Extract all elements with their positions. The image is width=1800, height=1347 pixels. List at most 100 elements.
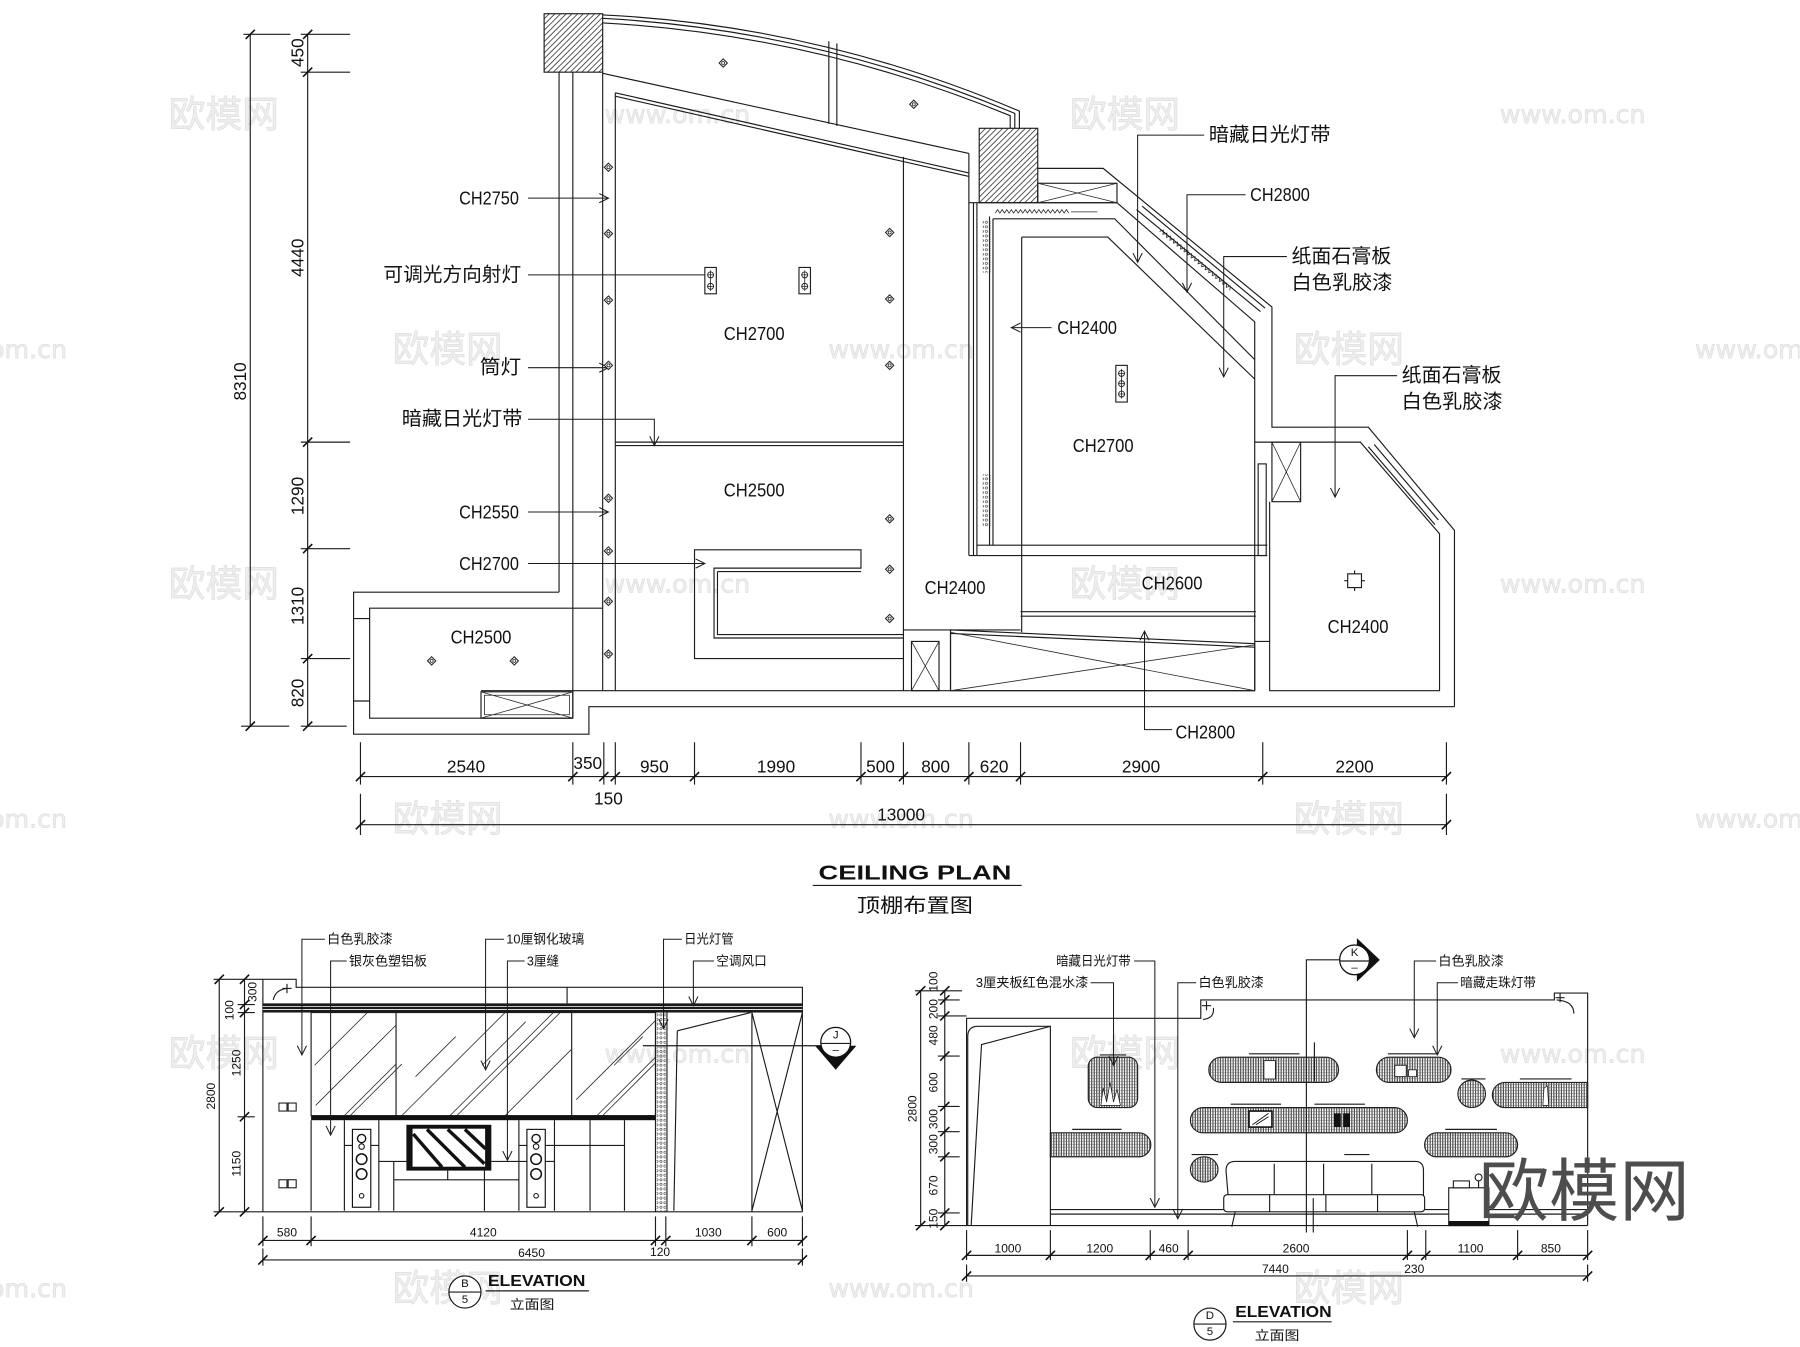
dim-150: 150 [926, 1208, 940, 1228]
wall-niche-round [1457, 1079, 1487, 1109]
section-marker-sheet: – [833, 1044, 840, 1056]
watermark-brand: 欧模网 [1294, 328, 1404, 371]
dim-total-13000: 13000 [877, 804, 925, 824]
room-height-right-room: CH2400 [1328, 616, 1389, 637]
dimension-line [213, 978, 263, 1213]
wall-switch-icon [278, 1102, 297, 1189]
label-latex-paint: 白色乳胶漆 [327, 931, 392, 947]
watermark-site: www.om.cn [1500, 100, 1646, 129]
elevation-d-outline [966, 992, 1589, 1227]
ac-unit-box-large [949, 629, 1256, 692]
dimension-line [241, 33, 351, 727]
dim-1250: 1250 [229, 1049, 243, 1076]
watermark-brand: 欧模网 [169, 1032, 279, 1075]
downlight-icon [603, 546, 614, 556]
dim-2200: 2200 [1335, 756, 1373, 776]
dimension-line [966, 1230, 1589, 1282]
elevation-b-horizontal-dimensions: 580 4120 120 1030 600 6450 [257, 1216, 808, 1266]
dim-620: 620 [980, 756, 1009, 776]
ceiling-plan: 450 4440 8310 1290 1310 820 CH2750 可调光方向… [230, 13, 1503, 917]
leader-line [1090, 982, 1119, 1067]
structural-column-hatched [543, 13, 604, 73]
ceiling-trim-band-lines [262, 1006, 803, 1010]
dim-4120: 4120 [470, 1225, 497, 1239]
wall-niche-round [1189, 1156, 1219, 1183]
dimension-ticks [257, 1235, 808, 1266]
leader-line [1409, 960, 1437, 1039]
dim-670: 670 [926, 1175, 940, 1195]
label-concealed-bead-light: 暗藏走珠灯带 [1460, 975, 1536, 990]
vase-icon [1263, 1060, 1276, 1080]
elevation-subtitle: 立面图 [1255, 1328, 1300, 1343]
dim-100: 100 [926, 971, 940, 991]
downlight-icon [909, 99, 919, 109]
wall-niche [1491, 1081, 1589, 1109]
section-marker-k: K – [1305, 938, 1380, 1233]
spotlight-icon [1115, 364, 1128, 403]
label-fluorescent-tube: 日光灯管 [684, 932, 733, 947]
ceiling-horizontal-dimensions: 2540 350 150 950 1990 500 800 620 2900 2… [355, 742, 1452, 836]
ceiling-right-callouts: 暗藏日光灯带 CH2800 纸面石膏板 白色乳胶漆 纸面石膏板 白色乳胶漆 [1132, 124, 1503, 499]
elevation-marker-letter: B [461, 1278, 469, 1290]
dim-2540: 2540 [447, 756, 485, 776]
section-marker-letter: K [1351, 947, 1359, 959]
callout-concealed-strip-light: 暗藏日光灯带 [402, 408, 523, 430]
book-icon [1333, 1113, 1341, 1128]
fluorescent-tube-strip [656, 1012, 666, 1212]
dimension-ticks [915, 985, 950, 1231]
elevation-b: 300 100 1250 1150 2800 [204, 931, 857, 1312]
elevation-b-outline [262, 978, 803, 1213]
bead-light-strip [982, 219, 991, 273]
spotlight-icon [704, 266, 717, 295]
vase-icon [1542, 1085, 1549, 1106]
ceiling-fixture-square-icon [1344, 570, 1365, 592]
dim-vertical-820: 820 [287, 679, 307, 708]
dimension-ticks [355, 771, 1452, 830]
dim-460: 460 [1159, 1242, 1179, 1256]
glass-reflection-lines [314, 1012, 656, 1116]
leader-line [1432, 982, 1458, 1057]
ceiling-trim-band [262, 1003, 803, 1013]
dim-120: 120 [650, 1245, 670, 1259]
downlight-icon [603, 649, 614, 659]
callout-gypsum-board: 纸面石膏板 [1291, 245, 1391, 268]
dim-2900: 2900 [1122, 756, 1160, 776]
dim-300: 300 [246, 982, 260, 1002]
fluorescent-strip-zigzag [1159, 229, 1231, 291]
watermark-brand: 欧模网 [393, 797, 503, 840]
room-height-labels: CH2700 CH2500 CH2500 CH2400 CH2400 CH270… [451, 317, 1389, 742]
wall-niche [1424, 1132, 1519, 1158]
downlight-icon [885, 613, 895, 624]
room-height-bedroom-edge: CH2400 [1057, 317, 1117, 338]
watermark-brand: 欧模网 [1294, 797, 1404, 840]
watermark-site: www.om.cn [0, 804, 67, 833]
callout-gypsum-board: 纸面石膏板 [1402, 364, 1502, 387]
leader-line [1132, 134, 1205, 264]
dim-vertical-total: 8310 [230, 362, 250, 400]
niche-light-lines [1072, 1053, 1572, 1156]
leader-line [1330, 375, 1398, 499]
room-height-bedroom-band: CH2600 [1142, 573, 1203, 594]
downlight-icon [603, 493, 614, 503]
watermark-site: www.om.cn [828, 1274, 974, 1303]
wall-niche [1189, 1107, 1408, 1134]
wall-niche [1049, 1132, 1152, 1158]
fluorescent-strip-zigzag [994, 208, 1098, 214]
room-height-main-lower: CH2500 [724, 480, 785, 501]
l-shaped-soffit [693, 549, 904, 660]
elevation-b-callouts: 白色乳胶漆 银灰色塑铝板 10厘钢化玻璃 3厘缝 日光灯管 空调风口 [296, 931, 767, 1162]
elevation-subtitle: 立面图 [510, 1297, 555, 1312]
downlight-icon [426, 656, 437, 666]
downlight-icon [885, 514, 895, 524]
dim-300: 300 [926, 1109, 940, 1129]
dim-300: 300 [926, 1134, 940, 1154]
elevation-title: ELEVATION [488, 1273, 586, 1290]
elevation-d: 100 200 480 600 300 300 670 150 2800 [906, 938, 1593, 1343]
box-icon [1408, 1069, 1417, 1078]
dim-850: 850 [1541, 1242, 1561, 1256]
ceiling-plan-subtitle: 顶棚布置图 [857, 895, 973, 917]
left-room-walls [352, 591, 1455, 735]
elevation-d-horizontal-dimensions: 1000 1200 460 2600 230 1100 850 7440 [961, 1230, 1593, 1282]
callout-latex-paint: 白色乳胶漆 [1291, 272, 1392, 294]
dimension-line [914, 990, 967, 1227]
